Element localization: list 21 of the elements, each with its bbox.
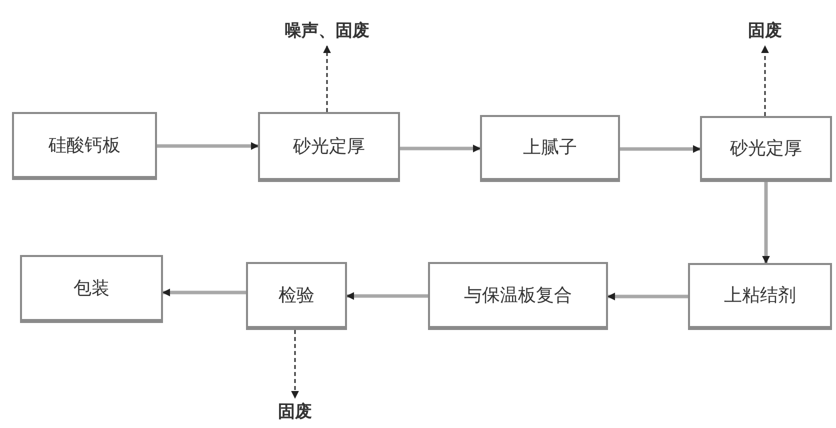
arrow: [323, 45, 331, 112]
arrow: [346, 292, 428, 300]
arrow: [620, 145, 701, 153]
process-box: 与保温板复合: [428, 262, 608, 330]
process-box: 包装: [20, 255, 163, 323]
arrow: [400, 144, 481, 152]
arrow: [761, 45, 769, 116]
process-box: 硅酸钙板: [12, 112, 157, 180]
output-label: 噪声、固废: [262, 16, 392, 46]
arrow: [762, 182, 770, 264]
arrow: [291, 330, 299, 399]
process-box: 上腻子: [480, 115, 620, 182]
arrow: [162, 288, 246, 296]
arrow: [157, 142, 259, 150]
process-box: 检验: [246, 262, 347, 330]
process-box: 砂光定厚: [700, 116, 832, 182]
arrow: [607, 292, 688, 300]
output-label: 固废: [260, 398, 330, 426]
output-label: 固废: [730, 16, 800, 46]
process-box: 砂光定厚: [258, 112, 400, 182]
process-box: 上粘结剂: [688, 263, 832, 330]
